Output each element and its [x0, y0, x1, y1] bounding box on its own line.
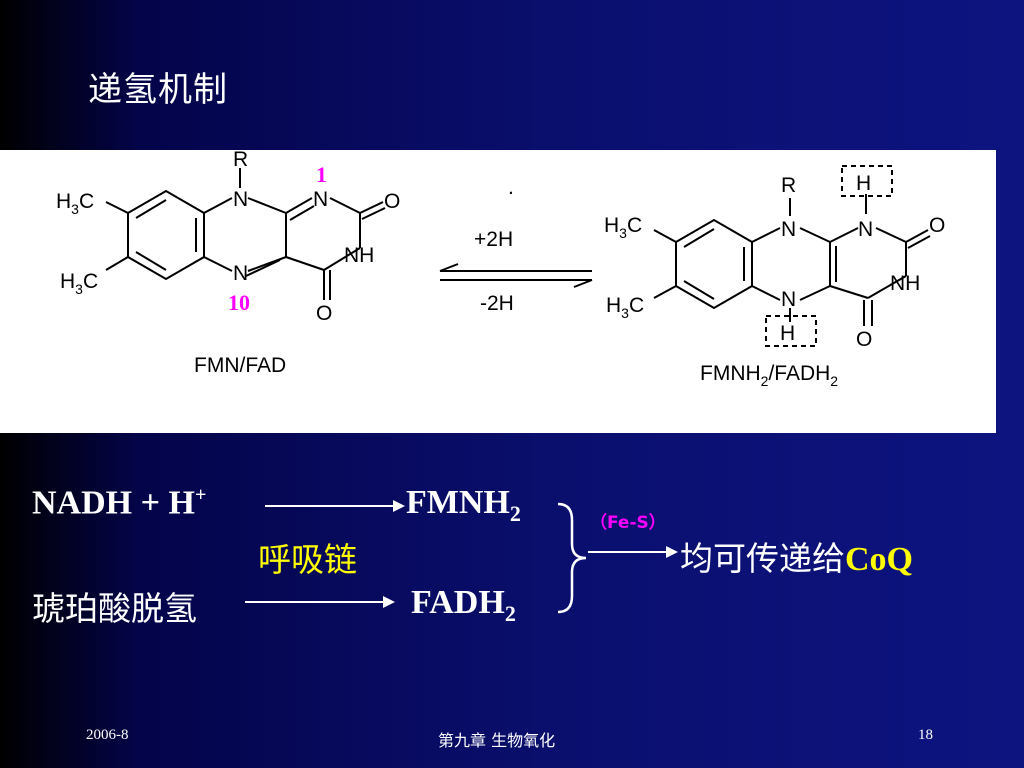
- svg-text:O: O: [316, 302, 332, 325]
- arrow-succinate: [245, 596, 395, 608]
- svg-text:R: R: [233, 150, 248, 171]
- svg-text:.: .: [508, 176, 514, 199]
- svg-text:H3C: H3C: [604, 214, 642, 241]
- svg-text:N: N: [313, 188, 328, 211]
- slide-title: 递氢机制: [88, 70, 228, 110]
- svg-text:N: N: [233, 188, 248, 211]
- footer-page-number: 18: [918, 727, 933, 743]
- svg-text:R: R: [781, 174, 796, 197]
- coq-result: 均可传递给CoQ: [680, 539, 913, 578]
- footer-chapter: 第九章 生物氧化: [438, 731, 556, 750]
- svg-text:H3C: H3C: [606, 294, 644, 321]
- hydrogen-box-bottom: [765, 315, 817, 347]
- svg-text:NH: NH: [890, 272, 920, 295]
- fmnh2-label: FMNH2: [406, 484, 521, 526]
- svg-text:H: H: [780, 322, 795, 345]
- benzene-ring-left: [127, 189, 205, 281]
- fadh2-label: FADH2: [411, 584, 516, 626]
- right-brace: [557, 502, 587, 614]
- fe-s-label: （Fe-S）: [590, 513, 666, 533]
- svg-text:H3C: H3C: [60, 270, 98, 297]
- svg-text:O: O: [929, 214, 945, 237]
- position-label-1: 1: [316, 162, 327, 187]
- footer-date: 2006-8: [86, 727, 129, 743]
- flavin-structure-svg: R N N N O NH O H3C H3C FMN/FAD . +2H -2H…: [56, 150, 945, 389]
- flavin-reaction-figure: R N N N O NH O H3C H3C FMN/FAD . +2H -2H…: [0, 150, 996, 433]
- position-label-10: 10: [228, 290, 250, 315]
- svg-text:N: N: [233, 262, 248, 285]
- svg-text:H: H: [856, 172, 871, 195]
- hydrogen-box-top: [841, 165, 893, 197]
- benzene-ring-right: [675, 218, 753, 310]
- arrow-to-coq: [588, 546, 678, 558]
- svg-text:H3C: H3C: [56, 190, 94, 217]
- nadh-equation: NADH + H+: [32, 484, 207, 522]
- forward-arrow-label: +2H: [474, 228, 513, 251]
- svg-text:N: N: [781, 288, 796, 311]
- svg-text:O: O: [856, 328, 872, 351]
- arrow-nadh: [265, 500, 405, 512]
- succinate-dehydrogenase-label: 琥珀酸脱氢: [32, 589, 197, 628]
- reverse-arrow-label: -2H: [480, 292, 514, 315]
- reduced-name: FMNH2/FADH2: [700, 362, 838, 389]
- svg-text:N: N: [858, 218, 873, 241]
- oxidized-name: FMN/FAD: [194, 354, 286, 377]
- svg-text:NH: NH: [344, 244, 374, 267]
- svg-text:O: O: [384, 190, 400, 213]
- respiratory-chain-label: 呼吸链: [258, 540, 357, 579]
- svg-text:N: N: [781, 218, 796, 241]
